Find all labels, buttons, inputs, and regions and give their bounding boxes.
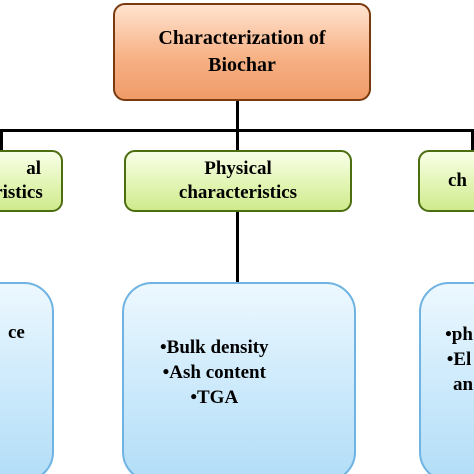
detail-item: ce: [8, 322, 25, 343]
detail-node-left: ce: [0, 282, 54, 474]
detail-node-physical: •Bulk density •Ash content •TGA: [122, 282, 356, 474]
connector-to-category-left: [0, 129, 3, 151]
detail-item: •ph: [445, 324, 473, 345]
detail-list-left: ce: [8, 320, 25, 345]
category-label-left: al cteristics: [0, 158, 43, 203]
detail-list-physical: •Bulk density •Ash content •TGA: [160, 335, 269, 410]
detail-node-right: •ph •El an: [419, 282, 474, 474]
category-node-right: ch: [418, 150, 474, 212]
connector-root-down: [236, 101, 239, 130]
detail-item: •Bulk density: [160, 337, 269, 358]
connector-to-category-right: [471, 129, 474, 151]
root-node: Characterization of Biochar: [113, 3, 371, 101]
category-label-right: ch: [448, 170, 467, 191]
detail-item: an: [453, 374, 474, 395]
connector-to-category-center: [236, 129, 239, 151]
category-node-left: al cteristics: [0, 150, 63, 212]
connector-to-detail-center: [236, 212, 239, 283]
detail-item: •El: [446, 349, 472, 370]
category-node-physical: Physical characteristics: [124, 150, 352, 212]
category-label-physical: Physical characteristics: [178, 158, 298, 203]
detail-item: •TGA: [190, 387, 239, 408]
detail-list-right: •ph •El an: [445, 322, 473, 397]
root-label: Characterization of Biochar: [158, 27, 326, 76]
detail-item: •Ash content: [162, 362, 266, 383]
